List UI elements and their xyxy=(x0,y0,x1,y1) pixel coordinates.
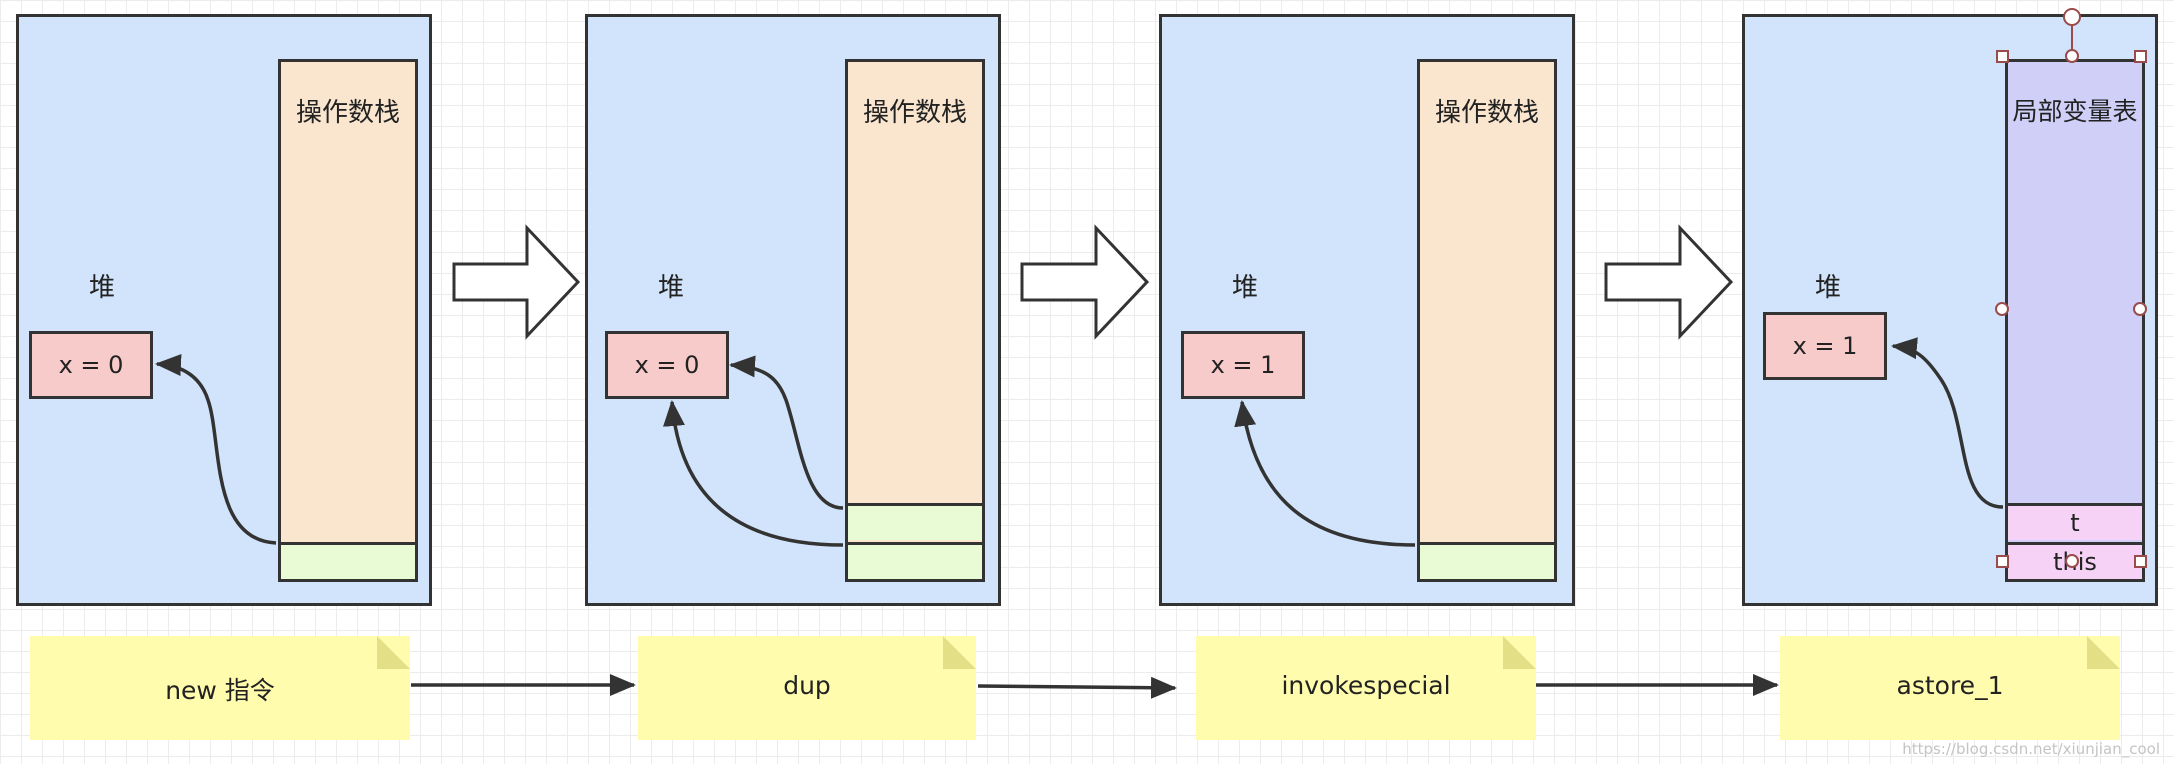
stack-frame-4: 堆 x = 1 局部变量表 t this xyxy=(1742,14,2158,606)
heap-object: x = 1 xyxy=(1763,312,1887,380)
local-slot-this: this xyxy=(2008,542,2142,579)
local-slot-t: t xyxy=(2008,503,2142,540)
stack-slot xyxy=(1420,542,1554,579)
heap-object: x = 0 xyxy=(29,331,153,399)
stack-slot xyxy=(281,542,415,579)
step-arrow-2 xyxy=(1020,224,1150,340)
stack-frame-3: 堆 x = 1 操作数栈 xyxy=(1159,14,1575,606)
instruction-note-3: invokespecial xyxy=(1196,636,1536,740)
note-fold xyxy=(943,636,976,669)
local-variable-table: 局部变量表 t this xyxy=(2005,59,2145,582)
operand-stack: 操作数栈 xyxy=(1417,59,1557,582)
stack-slot xyxy=(848,503,982,540)
note-fold xyxy=(1503,636,1536,669)
note-fold xyxy=(377,636,410,669)
instruction-note-4: astore_1 xyxy=(1780,636,2120,740)
instruction-label: invokespecial xyxy=(1281,671,1451,700)
watermark: https://blog.csdn.net/xiunjian_cool xyxy=(1902,740,2160,758)
instruction-label: astore_1 xyxy=(1896,671,2004,700)
operand-stack-title: 操作数栈 xyxy=(862,98,967,128)
stack-frame-2: 堆 x = 0 操作数栈 xyxy=(585,14,1001,606)
operand-stack-title: 操作数栈 xyxy=(295,98,400,128)
instruction-label: dup xyxy=(783,671,831,700)
heap-object: x = 0 xyxy=(605,331,729,399)
heap-object: x = 1 xyxy=(1181,331,1305,399)
local-variable-table-title: 局部变量表 xyxy=(2012,97,2138,126)
note-fold xyxy=(2087,636,2120,669)
instruction-note-1: new 指令 xyxy=(30,636,410,740)
heap-label: 堆 xyxy=(89,273,116,303)
stack-slot xyxy=(848,542,982,579)
flow-arrow xyxy=(977,676,1177,699)
heap-label: 堆 xyxy=(1815,273,1842,303)
instruction-label: new 指令 xyxy=(165,676,275,705)
operand-stack: 操作数栈 xyxy=(845,59,985,582)
step-arrow-1 xyxy=(452,224,581,340)
instruction-note-2: dup xyxy=(638,636,976,740)
operand-stack: 操作数栈 xyxy=(278,59,418,582)
stack-frame-1: 堆 x = 0 操作数栈 xyxy=(16,14,432,606)
step-arrow-3 xyxy=(1604,224,1734,340)
heap-label: 堆 xyxy=(658,273,685,303)
operand-stack-title: 操作数栈 xyxy=(1434,98,1539,128)
heap-label: 堆 xyxy=(1232,273,1259,303)
